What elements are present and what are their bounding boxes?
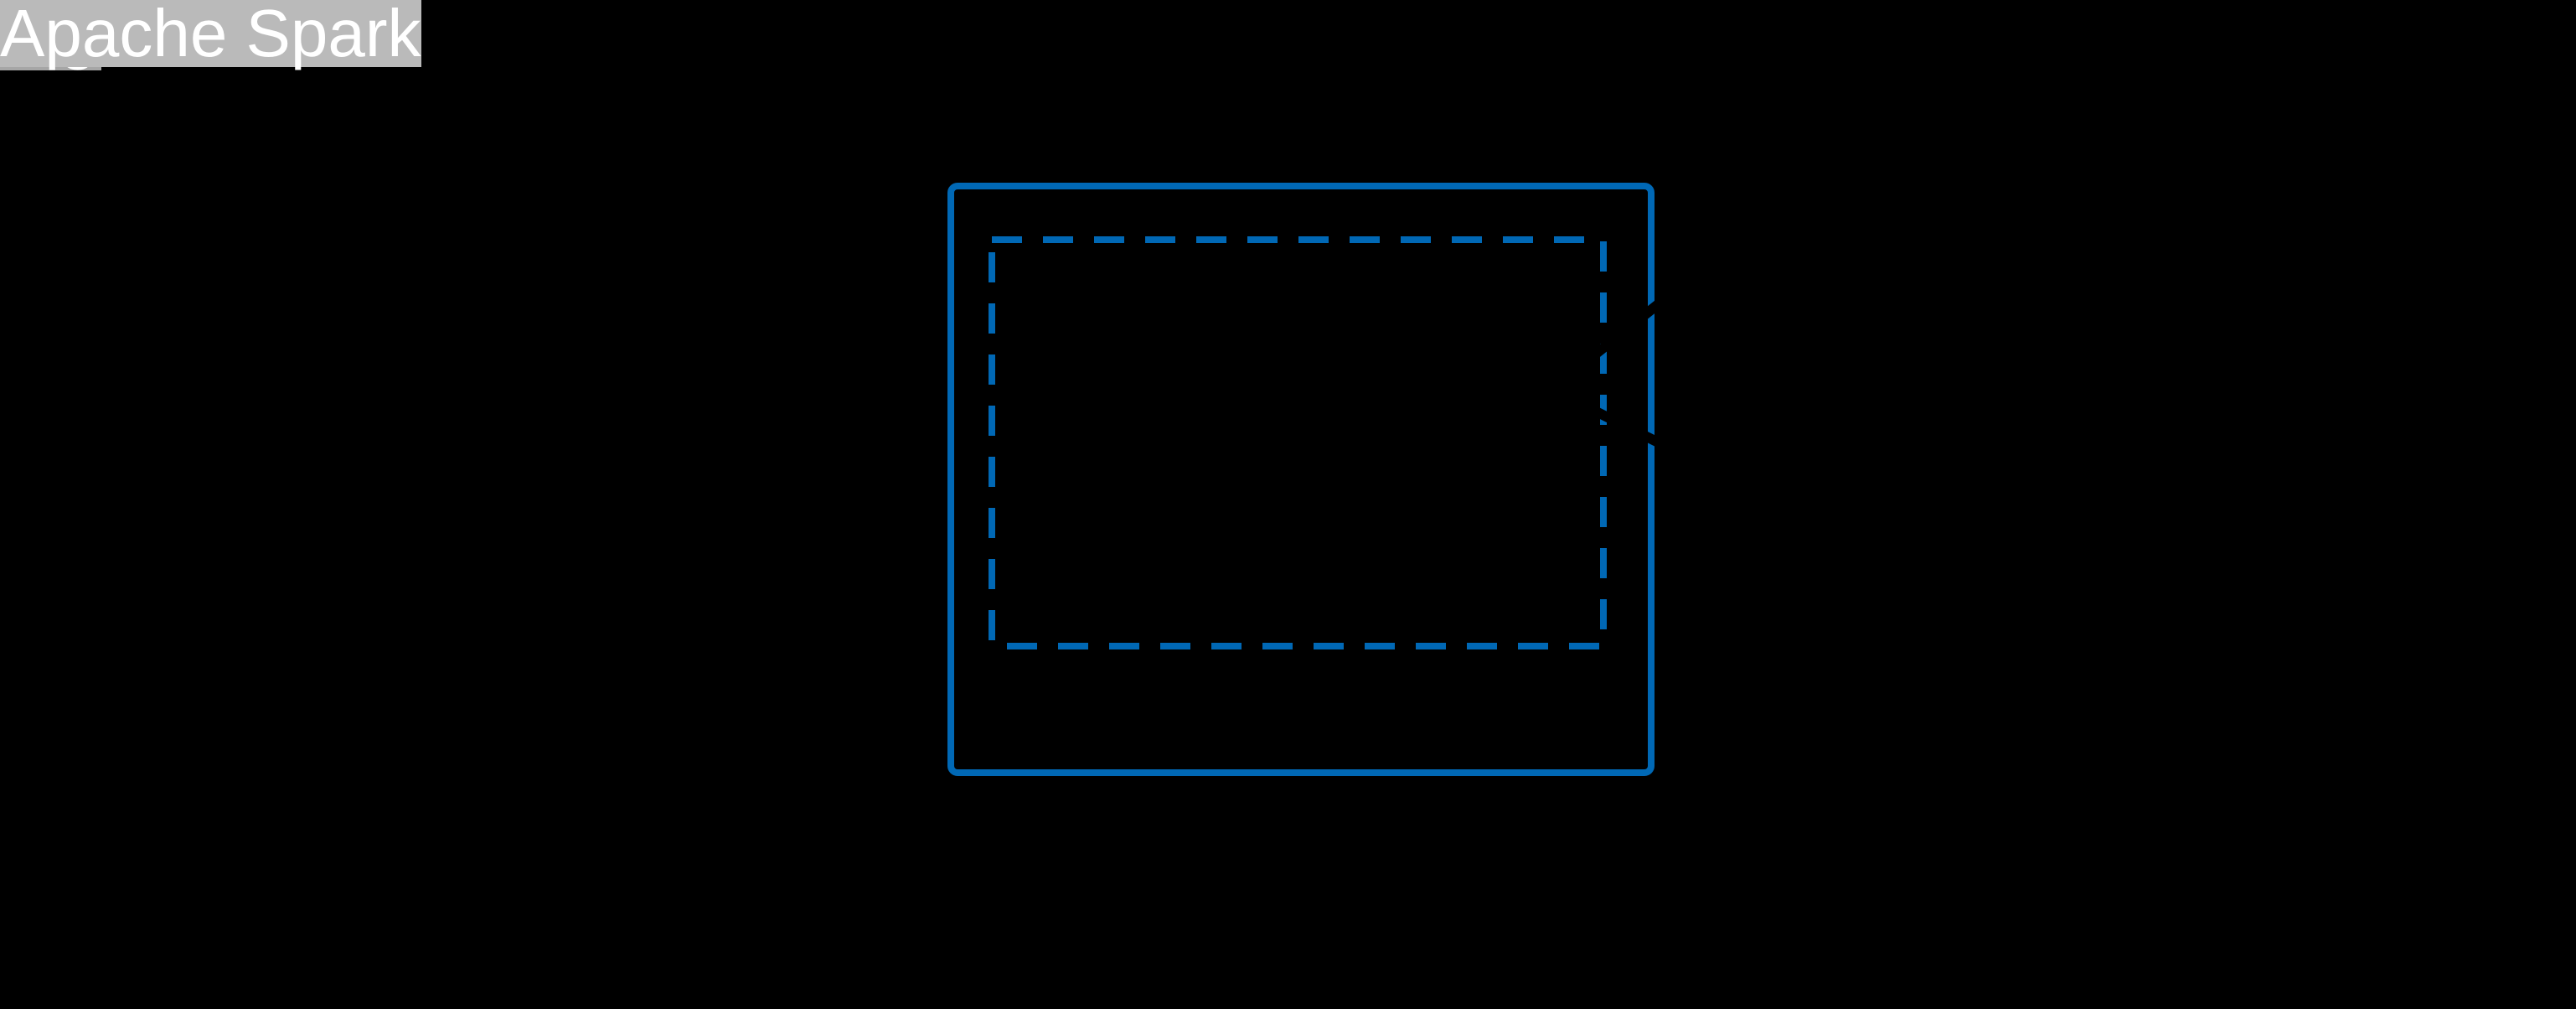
enclave-dashed-boundary [989,236,1607,649]
apache-spark-label: Apache Spark [0,0,421,70]
apache-spark-box: Apache Spark [0,0,421,67]
enclave-frame-border [947,183,1655,776]
